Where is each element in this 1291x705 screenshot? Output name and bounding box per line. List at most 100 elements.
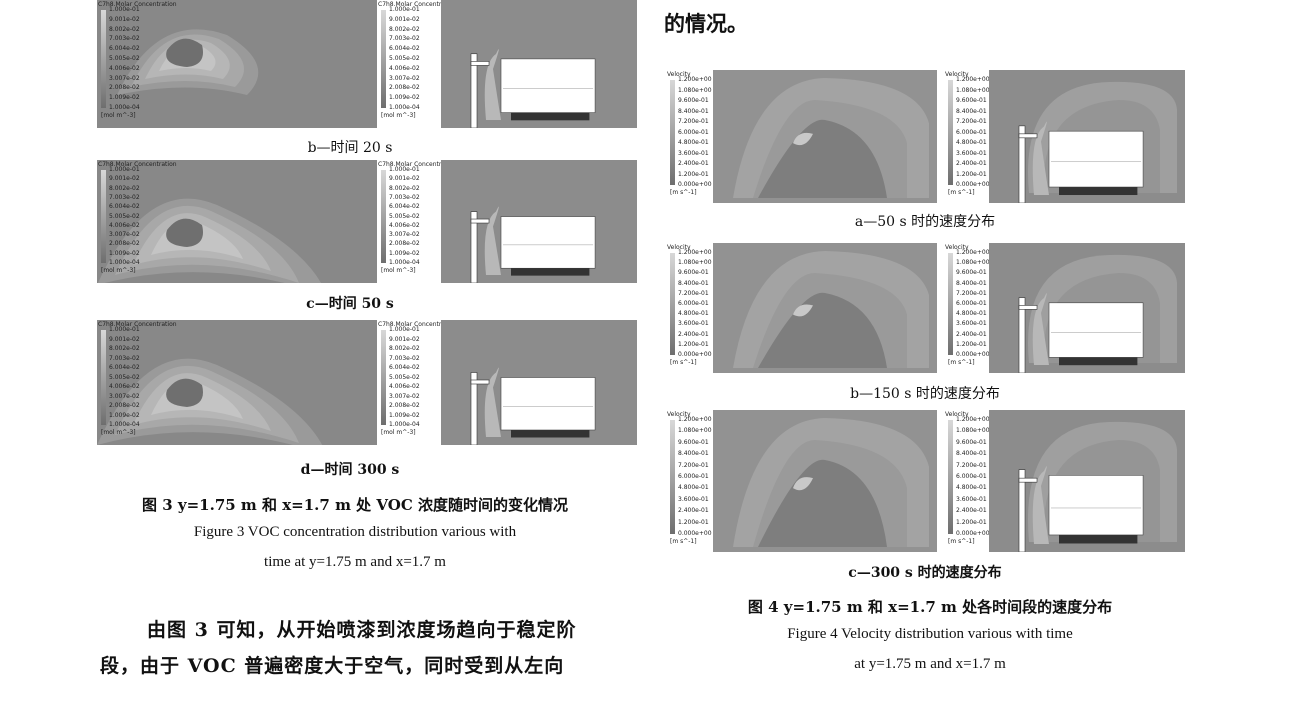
legend-tick-label: 1.000e-04 (109, 104, 140, 111)
legend-tick-label: 1.000e-04 (389, 104, 420, 111)
wall-structure (1018, 297, 1026, 373)
legend-tick-label: 8.400e-01 (678, 279, 709, 287)
wall-structure (1018, 469, 1026, 552)
legend-tick-label: 9.001e-02 (109, 175, 140, 183)
legend-colorbar (381, 10, 386, 108)
concentration-core (166, 378, 203, 407)
concentration-contour-plot (97, 0, 377, 128)
legend-colorbar (381, 330, 386, 425)
legend-tick-label: 8.002e-02 (389, 345, 420, 352)
legend-tick-label: 1.000e-04 (389, 259, 420, 266)
spray-jet (793, 132, 813, 146)
legend-tick-label: 1.000e-01 (389, 6, 420, 13)
legend-tick-label: 5.005e-02 (109, 373, 140, 381)
legend-tick-label: 6.000e-01 (678, 128, 709, 136)
legend-tick-label: 8.400e-01 (956, 107, 987, 115)
legend-tick-label: 1.009e-02 (109, 411, 140, 419)
legend-tick-label: 1.080e+00 (956, 427, 990, 435)
legend-tick-label: 9.001e-02 (389, 175, 420, 183)
legend-title: Velocity (667, 411, 691, 418)
legend-tick-label: 9.600e-01 (956, 438, 987, 446)
legend-tick-label: 6.004e-02 (109, 364, 140, 371)
fig3-caption-cn: 图 3 y=1.75 m 和 x=1.7 m 处 VOC 浓度随时间的变化情况 (142, 496, 568, 514)
legend-tick-label: 0.000e+00 (956, 181, 990, 188)
legend-tick-label: 8.400e-01 (678, 107, 709, 115)
legend-tick-label: 6.000e-01 (678, 473, 709, 480)
legend-tick-label: 8.002e-02 (109, 25, 140, 33)
plume-region (1032, 293, 1049, 365)
legend-colorbar (381, 170, 386, 263)
legend-tick-label: 7.200e-01 (678, 118, 709, 125)
legend-tick-label: 0.000e+00 (678, 530, 712, 537)
legend-colorbar (670, 80, 675, 185)
fig4-caption-en-2: at y=1.75 m and x=1.7 m (854, 656, 1006, 672)
legend-title: C7h8.Molar Concentration (378, 321, 457, 328)
legend-tick-label: 3.600e-01 (678, 320, 709, 328)
legend-tick-label: 1.200e+00 (678, 249, 712, 256)
legend-title: Velocity (945, 244, 969, 251)
plume-region (484, 206, 501, 275)
legend-tick-label: 9.600e-01 (956, 97, 987, 104)
legend-background (377, 0, 437, 128)
legend-tick-label: 6.004e-02 (389, 364, 420, 371)
body-text-line-1: 由图 3 可知，从开始喷漆到浓度场趋向于稳定阶 (147, 619, 577, 641)
workpiece-base (1059, 534, 1138, 544)
concentration-side-view (441, 0, 637, 128)
plume-region (1032, 121, 1049, 195)
legend-tick-label: 6.000e-01 (956, 473, 987, 480)
legend-tick-label: 2.008e-02 (109, 84, 140, 92)
legend-tick-label: 5.005e-02 (389, 212, 420, 220)
legend-tick-label: 1.200e-01 (956, 340, 987, 348)
legend-background (377, 320, 437, 445)
legend-tick-label: 9.001e-02 (109, 15, 140, 23)
legend-tick-label: 6.000e-01 (956, 300, 987, 307)
legend-title: Velocity (667, 244, 691, 251)
legend-tick-label: 1.200e-01 (678, 340, 709, 348)
low-velocity-dome (758, 292, 887, 368)
legend-tick-label: 4.006e-02 (389, 64, 420, 72)
legend-tick-label: 8.002e-02 (109, 345, 140, 352)
legend-tick-label: 4.800e-01 (678, 484, 709, 492)
wall-structure (470, 372, 478, 445)
legend-tick-label: 2.400e-01 (956, 330, 987, 338)
fig4-sub-caption-a: a—50 s 时的速度分布 (854, 214, 996, 230)
legend-title: C7h8.Molar Concentration (98, 1, 177, 8)
workpiece-base (1059, 357, 1138, 366)
legend-tick-label: 9.600e-01 (678, 438, 709, 446)
legend-tick-label: 6.004e-02 (109, 203, 140, 211)
legend-tick-label: 7.200e-01 (956, 289, 987, 297)
fig3-caption-en-1: Figure 3 VOC concentration distribution … (193, 524, 517, 540)
legend-tick-label: 8.400e-01 (956, 279, 987, 287)
concentration-core (166, 38, 203, 67)
legend-tick-label: 1.000e-01 (389, 166, 420, 173)
legend-tick-label: 2.400e-01 (678, 507, 709, 515)
legend-tick-label: 7.003e-02 (389, 193, 420, 201)
legend-tick-label: 4.800e-01 (678, 139, 709, 146)
legend-unit: [mol m^-3] (101, 112, 136, 119)
legend-tick-label: 1.000e-04 (109, 421, 140, 428)
fig4-sub-caption-c: c—300 s 时的速度分布 (848, 565, 1002, 581)
spray-arm (470, 379, 490, 385)
legend-unit: [m s^-1] (670, 538, 697, 545)
legend-tick-label: 4.800e-01 (956, 139, 987, 146)
legend-tick-label: 1.080e+00 (678, 86, 712, 94)
legend-colorbar (948, 80, 953, 185)
legend-tick-label: 4.006e-02 (109, 383, 140, 390)
fig4-caption-cn: 图 4 y=1.75 m 和 x=1.7 m 处各时间段的速度分布 (747, 598, 1113, 616)
spray-jet (793, 477, 813, 491)
legend-colorbar (101, 330, 106, 425)
concentration-side-view (441, 160, 637, 283)
legend-tick-label: 0.000e+00 (678, 351, 712, 358)
legend-tick-label: 1.080e+00 (678, 427, 712, 435)
legend-tick-label: 9.600e-01 (678, 269, 709, 277)
legend-title: C7h8.Molar Concentration (98, 321, 177, 328)
legend-tick-label: 2.008e-02 (389, 402, 420, 409)
legend-tick-label: 2.400e-01 (678, 330, 709, 338)
legend-title: Velocity (667, 71, 691, 78)
legend-tick-label: 8.002e-02 (389, 184, 420, 192)
